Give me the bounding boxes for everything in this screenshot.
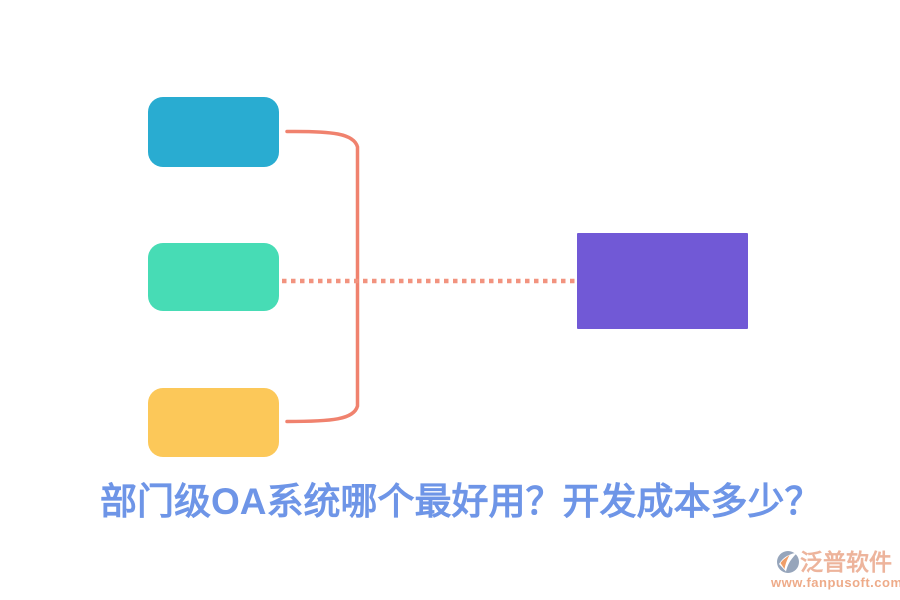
node-bottom-left: [148, 388, 279, 457]
fanpu-logo: 泛普软件 www.fanpusoft.com: [771, 548, 900, 590]
logo-url-text: www.fanpusoft.com: [771, 575, 900, 590]
fanpu-logo-icon: [777, 551, 799, 573]
logo-brand-text: 泛普软件: [800, 548, 892, 575]
node-middle-left: [148, 243, 279, 311]
node-right: [577, 233, 748, 329]
bracket-connector: [285, 129, 360, 424]
node-top-left: [148, 97, 279, 167]
page-title: 部门级OA系统哪个最好用？开发成本多少？: [100, 481, 822, 522]
